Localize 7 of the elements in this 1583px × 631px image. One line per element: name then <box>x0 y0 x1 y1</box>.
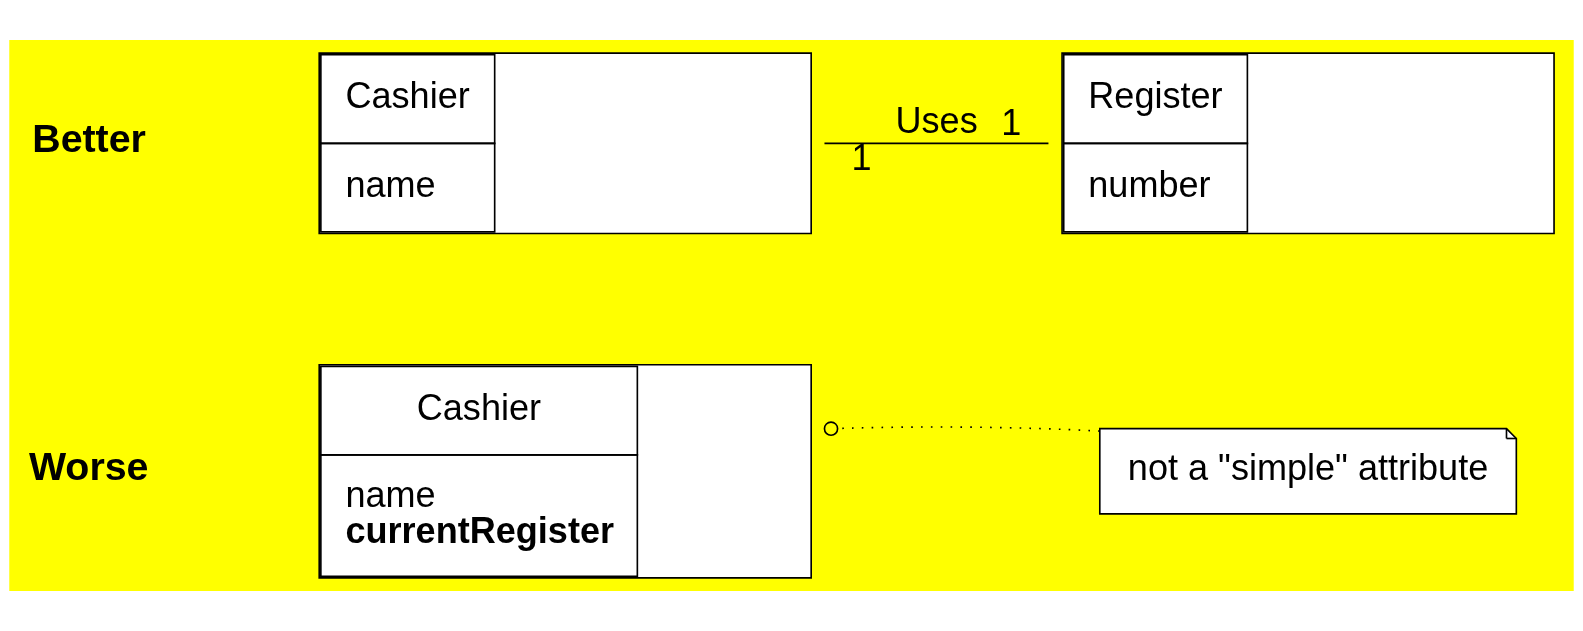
label: Worse <box>28 443 149 488</box>
label: Better <box>32 115 146 160</box>
connector <box>823 142 1050 145</box>
connector <box>823 421 1101 437</box>
label: 1 <box>851 136 872 178</box>
edge-label: Uses <box>895 99 978 141</box>
label: 1 <box>1001 102 1022 144</box>
